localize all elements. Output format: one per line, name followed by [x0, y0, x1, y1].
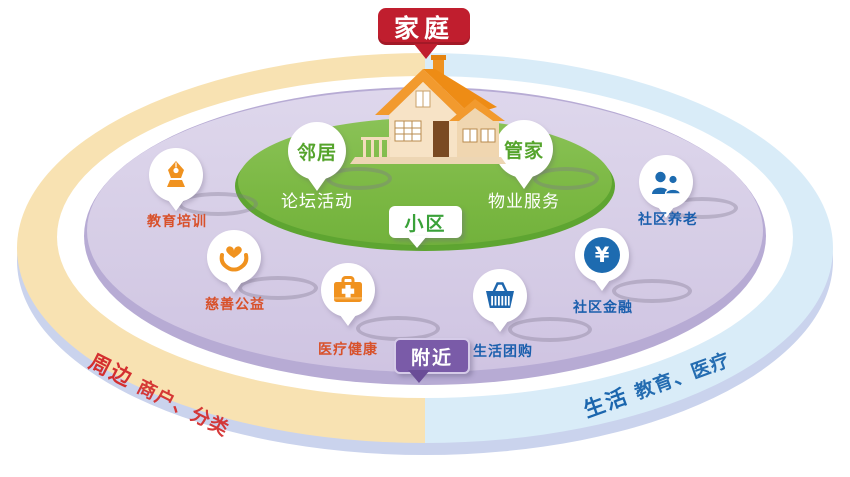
people-icon [639, 155, 693, 209]
pin-housekeeper: 管家 [495, 120, 553, 189]
house-illustration [350, 55, 506, 164]
neighbor-subtitle: 论坛活动 [281, 192, 353, 212]
yen-icon: ¥ [575, 228, 629, 282]
eldercare-label: 社区养老 [638, 212, 698, 228]
pin-groupbuy [473, 269, 527, 332]
family-bubble-pointer [414, 44, 438, 59]
housekeeper-subtitle: 物业服务 [488, 192, 560, 212]
yen-symbol: ¥ [584, 237, 620, 273]
community-bubble: 小区 [389, 206, 462, 238]
shopping-basket-icon [473, 269, 527, 323]
pin-charity [207, 230, 261, 293]
shadow-swoosh [612, 279, 692, 303]
neighbor-title: 邻居 [296, 141, 337, 164]
pin-medical [321, 263, 375, 326]
first-aid-kit-icon [321, 263, 375, 317]
pin-eldercare [639, 155, 693, 218]
pin-education [149, 148, 203, 211]
community-bubble-pointer [407, 236, 427, 248]
community-label: 小区 [404, 212, 447, 235]
nearby-label: 附近 [410, 346, 453, 369]
education-label: 教育培训 [147, 214, 207, 230]
pin-neighbor-head: 邻居 [288, 122, 346, 180]
groupbuy-label: 生活团购 [473, 344, 533, 360]
nearby-bubble-pointer [408, 370, 430, 383]
charity-label: 慈善公益 [205, 297, 265, 313]
heart-hands-icon [207, 230, 261, 284]
family-bubble: 家庭 [378, 8, 470, 45]
nearby-bubble: 附近 [394, 338, 470, 374]
pin-neighbor: 邻居 [288, 122, 346, 191]
pin-housekeeper-head: 管家 [495, 120, 553, 178]
finance-label: 社区金融 [573, 300, 633, 316]
pin-finance: ¥ [575, 228, 629, 291]
housekeeper-title: 管家 [503, 139, 544, 162]
medical-label: 医疗健康 [318, 342, 378, 358]
family-label: 家庭 [393, 13, 454, 43]
pen-icon [149, 148, 203, 202]
